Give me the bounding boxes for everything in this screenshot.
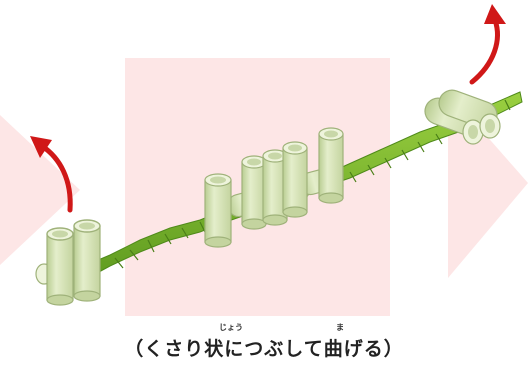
left-pink-arrow — [0, 115, 80, 265]
curved-up-arrow-icon — [30, 136, 73, 213]
curved-up-arrow-icon — [469, 4, 506, 85]
center-tubes — [204, 127, 344, 248]
ruby-ma: ま — [336, 323, 344, 332]
right-tube-pair — [424, 89, 501, 145]
left-tube-pair — [35, 219, 101, 306]
caption: （くさり状につぶして曲げる） — [124, 338, 404, 360]
ruby-jou: じょう — [219, 323, 243, 332]
